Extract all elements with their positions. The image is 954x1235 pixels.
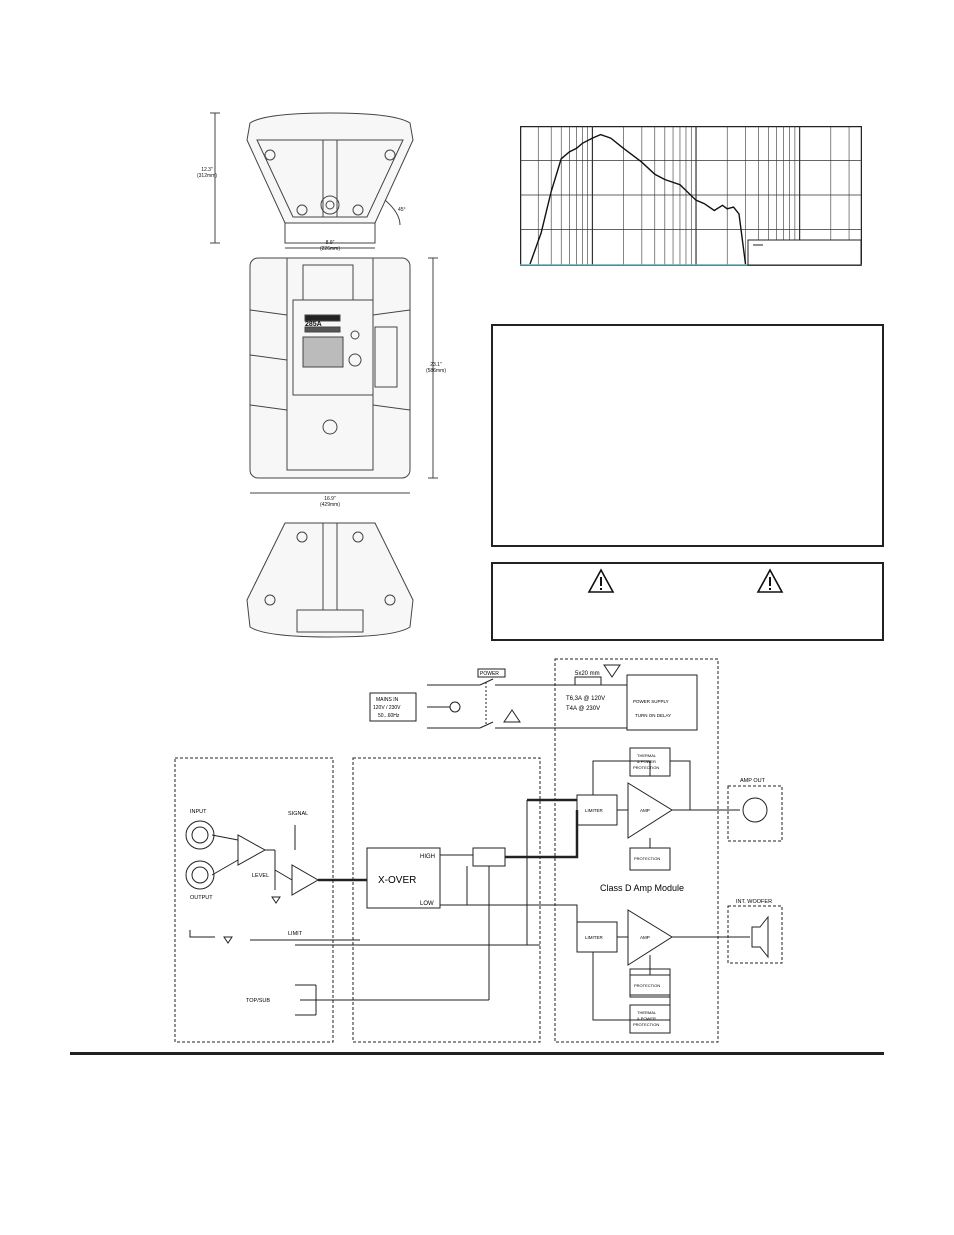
int-woofer-label: INT. WOOFER (736, 899, 772, 905)
output-label: OUTPUT (190, 895, 213, 901)
thermal-top-2: & POWER (637, 759, 656, 764)
thermal-bottom-1: THERMAL (637, 1010, 657, 1015)
power-switch-label: POWER (480, 671, 499, 677)
level-label: LEVEL (252, 873, 269, 879)
top-sub-label: TOP/SUB (246, 998, 270, 1004)
xover-label: X-OVER (378, 875, 416, 886)
protection-top: PROTECTION (634, 856, 660, 861)
speaker-rear-view (249, 257, 438, 494)
speaker-top-view (210, 112, 414, 249)
signal-label: SIGNAL (288, 811, 308, 817)
dim-value: 8.9" (325, 240, 335, 246)
thermal-bottom-2: & POWER (637, 1016, 656, 1021)
input-label: INPUT (190, 809, 207, 815)
warning-triangle-icon (587, 568, 615, 593)
thermal-top-1: THERMAL (637, 753, 657, 758)
power-supply-label: POWER SUPPLY (633, 699, 669, 704)
dim-value-mm: (429mm) (319, 502, 340, 508)
rear-panel-model: 285A (305, 321, 322, 328)
dim-top-width: 8.9" (226mm) (313, 240, 347, 252)
block-diagram-svg: Class D Amp Module X-OVER HIGH LOW 5x20 … (174, 658, 783, 1043)
amp-out-label: AMP OUT (740, 778, 766, 784)
dim-rear-width: 16.9" (429mm) (313, 496, 347, 508)
turn-on-delay-label: TURN ON DELAY (635, 713, 671, 718)
dim-value-mm: (586mm) (425, 368, 446, 374)
limiter-bottom: LIMITER (585, 935, 604, 940)
dim-value: 12.3" (201, 167, 213, 173)
mains-in-line1: MAINS IN (376, 697, 399, 703)
block-diagram: Class D Amp Module X-OVER HIGH LOW 5x20 … (0, 655, 954, 1050)
fuse-120: T6,3A @ 120V (566, 696, 605, 702)
chart-legend-box (747, 239, 862, 266)
fuse-size: 5x20 mm (575, 671, 600, 677)
series-line-0 (529, 133, 747, 265)
class-d-label: Class D Amp Module (600, 883, 684, 893)
fuse-230: T4A @ 230V (566, 706, 600, 712)
mains-in-line3: 50...60Hz (378, 713, 400, 719)
limit-label: LIMIT (288, 931, 303, 937)
speaker-drawings: 12.3" (312mm) 45° 8.9" (226mm) 23.1" (58… (195, 105, 455, 645)
dim-angle: 45° (398, 207, 406, 213)
dim-value: 23.1" (430, 362, 442, 368)
frequency-response-svg (519, 125, 863, 267)
thermal-bottom-3: PROTECTION (633, 1022, 659, 1027)
xover-high: HIGH (420, 854, 435, 860)
xover-low: LOW (420, 901, 434, 907)
specifications-box (491, 324, 884, 547)
dim-top-height: 12.3" (312mm) (195, 167, 219, 179)
dim-value: 16.9" (324, 496, 336, 502)
speaker-bottom-view (246, 522, 414, 638)
mains-in-line2: 120V / 230V (373, 705, 401, 711)
amp-top: AMP (640, 808, 650, 813)
dim-value-mm: (226mm) (319, 246, 340, 252)
protection-bottom: PROTECTION (634, 983, 660, 988)
amp-bottom: AMP (640, 935, 650, 940)
frequency-response-chart (519, 125, 863, 267)
dim-rear-height: 23.1" (586mm) (421, 362, 451, 374)
page-divider (70, 1052, 884, 1055)
warning-box (491, 562, 884, 641)
limiter-top: LIMITER (585, 808, 604, 813)
dim-value-mm: (312mm) (196, 173, 217, 179)
thermal-top-3: PROTECTION (633, 765, 659, 770)
warning-triangle-icon (756, 568, 784, 593)
